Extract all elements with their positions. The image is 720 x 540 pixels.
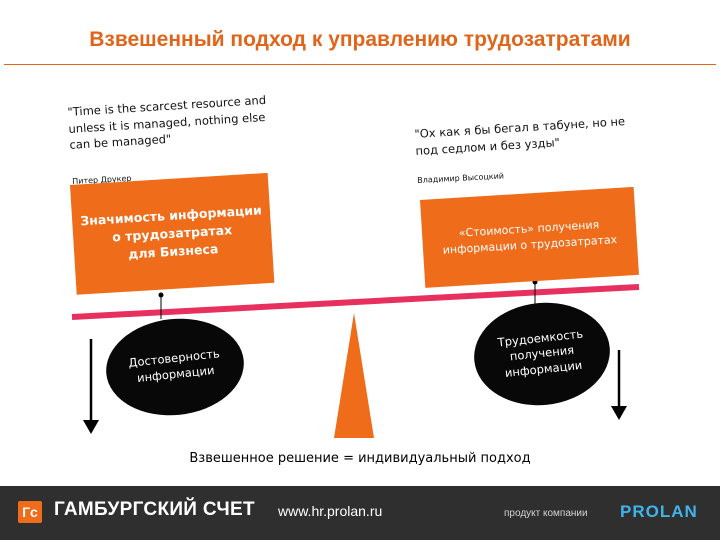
company-logo: PROLAN (620, 502, 698, 521)
right-oval-text: Трудоемкость получения информации (496, 326, 584, 380)
scale-fulcrum (334, 313, 374, 438)
left-oval-text: Достоверность информации (127, 346, 221, 385)
product-of-label: продукт компании (504, 508, 588, 519)
left-down-arrow-head (83, 420, 99, 434)
scale-diagram (71, 279, 640, 438)
left-hanger-dot (158, 292, 164, 298)
left-box-text: Значимость информации о трудозатратах дл… (79, 202, 263, 262)
brand-logo-icon: Гс (18, 501, 42, 523)
footer-bar (0, 486, 720, 540)
scale-beam (71, 284, 640, 320)
site-url-link[interactable]: www.hr.prolan.ru (278, 503, 383, 519)
right-down-arrow-head (611, 406, 627, 420)
title-divider (4, 64, 716, 65)
right-orange-box: «Стоимость» получения информации о трудо… (420, 186, 639, 288)
right-box-text: «Стоимость» получения информации о трудо… (442, 217, 618, 257)
left-orange-box: Значимость информации о трудозатратах дл… (70, 172, 275, 295)
page-title: Взвешенный подход к управлению трудозатр… (89, 28, 631, 51)
brand-name: ГАМБУРГСКИЙ СЧЕТ (54, 499, 255, 520)
conclusion-text: Взвешенное решение = индивидуальный подх… (189, 451, 531, 466)
